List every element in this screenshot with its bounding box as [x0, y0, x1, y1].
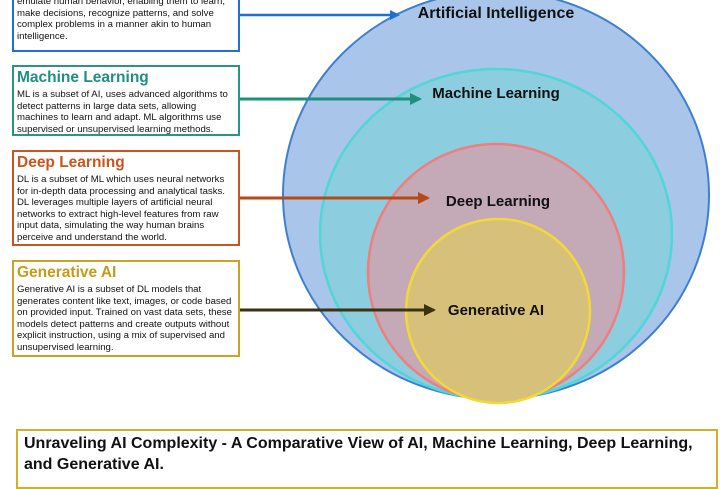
gen-description-box: Generative AI Generative AI is a subset … [12, 260, 240, 357]
gen-box-title: Generative AI [17, 264, 117, 281]
ai-circle-label: Artificial Intelligence [418, 5, 575, 22]
dl-description: DL is a subset of ML which uses neural n… [17, 174, 225, 243]
ai-description-box: emulate human behavior, enabling them to… [12, 0, 240, 52]
diagram-caption: Unraveling AI Complexity - A Comparative… [16, 429, 718, 489]
ml-box-title: Machine Learning [17, 69, 149, 86]
gen-description: Generative AI is a subset of DL models t… [17, 284, 232, 353]
dl-circle-label: Deep Learning [446, 193, 550, 210]
dl-box-title: Deep Learning [17, 154, 125, 171]
ai-description: emulate human behavior, enabling them to… [17, 0, 225, 42]
dl-description-box: Deep Learning DL is a subset of ML which… [12, 150, 240, 246]
ml-description: ML is a subset of AI, uses advanced algo… [17, 89, 228, 135]
ml-circle-label: Machine Learning [432, 85, 560, 102]
gen-circle-label: Generative AI [448, 302, 544, 319]
ml-description-box: Machine Learning ML is a subset of AI, u… [12, 65, 240, 136]
